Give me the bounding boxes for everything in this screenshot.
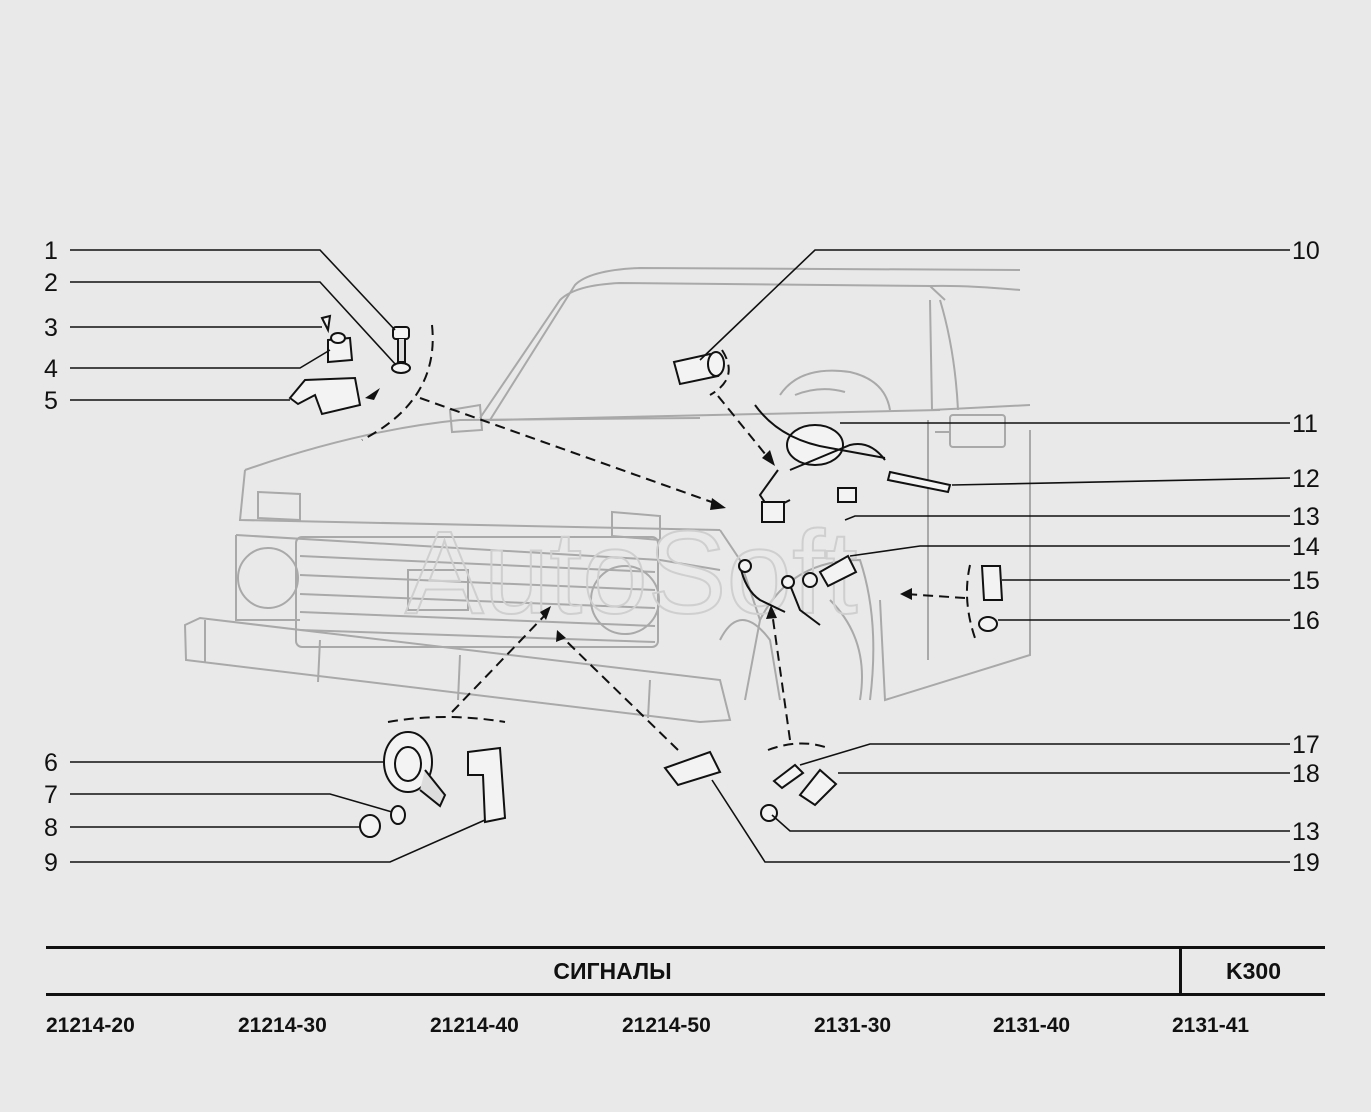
callout-15: 15 [1292,567,1320,595]
callout-19: 19 [1292,849,1320,877]
watermark-text: AutoSoft [405,507,858,639]
callout-13: 13 [1292,503,1320,531]
callout-17: 17 [1292,731,1320,759]
callout-7: 7 [44,781,58,809]
part-7-washer-icon [390,805,406,825]
callout-labels-left: 1 2 3 4 5 6 7 8 9 [44,237,58,877]
model-item: 2131-40 [993,1014,1071,1037]
part-18-switch-icon [798,768,838,807]
part-16-seal-ring-icon [978,616,998,632]
callout-8: 8 [44,814,58,842]
callout-5: 5 [44,387,58,415]
callout-9: 9 [44,849,58,877]
callout-labels-right: 10 11 12 13 14 15 16 17 18 13 19 [1292,237,1320,877]
arrowheads [365,388,912,642]
model-item: 21214-20 [46,1014,135,1037]
part-13-nut-icon [802,572,818,588]
callout-10: 10 [1292,237,1320,265]
part-3-screw-icon [320,314,332,334]
assembly-arrows [361,324,976,751]
part-14-sensor-icon [818,554,858,588]
model-item: 2131-30 [814,1014,892,1037]
part-19-sensor-icon [663,750,722,787]
model-item: 2131-41 [1172,1014,1250,1037]
part-13b-nut-icon [760,804,778,822]
leader-lines [70,249,1291,863]
model-item: 21214-50 [622,1014,711,1037]
callout-12: 12 [1292,465,1320,493]
page-title: СИГНАЛЫ [553,958,672,984]
callout-2: 2 [44,269,58,297]
part-17-sensor-icon [772,763,805,790]
title-bar: СИГНАЛЫ K300 [46,946,1325,996]
callout-14: 14 [1292,533,1320,561]
callout-6: 6 [44,749,58,777]
callout-1: 1 [44,237,58,265]
part-9-bracket-icon [467,746,507,824]
part-8-nut-icon [359,814,381,838]
part-2-washer-icon [391,362,411,374]
callout-3: 3 [44,314,58,342]
part-1-nut-icon [392,326,410,340]
callout-16: 16 [1292,607,1320,635]
part-2-bolt-icon [397,339,406,363]
part-5-bracket-icon [288,376,362,416]
section-code: K300 [1179,949,1325,993]
car-outline [183,266,1031,724]
callout-11: 11 [1292,410,1318,438]
model-item: 21214-40 [430,1014,519,1037]
callout-4: 4 [44,355,58,383]
model-item: 21214-30 [238,1014,327,1037]
callout-13b: 13 [1292,818,1320,846]
part-12-bracket-icon [886,470,952,494]
part-15-pressure-switch-icon [980,565,1004,601]
model-list: 21214-20 21214-30 21214-40 21214-50 2131… [46,1014,1336,1044]
callout-18: 18 [1292,760,1320,788]
parts-artwork [288,314,1004,838]
